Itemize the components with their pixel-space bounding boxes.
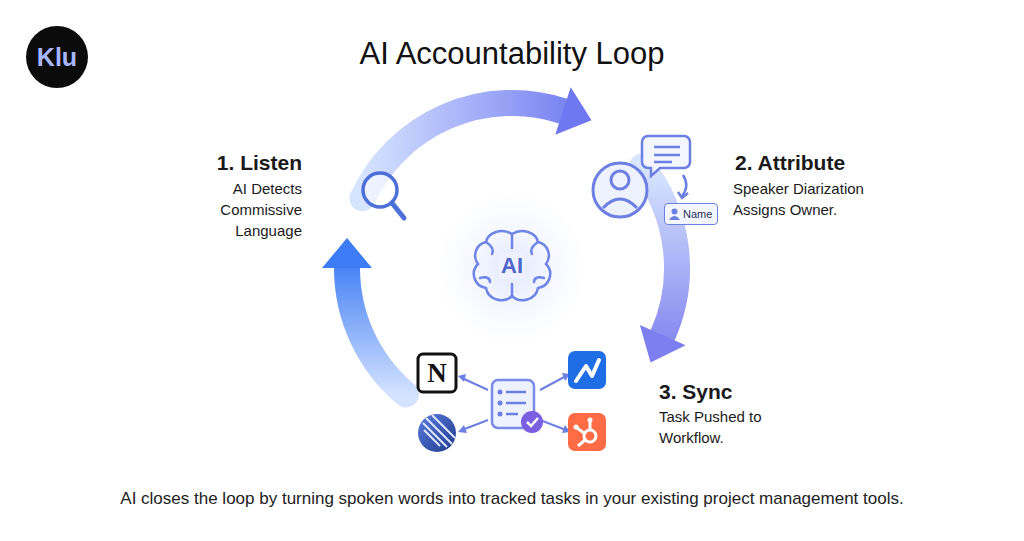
step-description: Task Pushed to Workflow. — [659, 406, 773, 448]
illustration-line — [355, 164, 358, 202]
illustration-rect — [568, 413, 606, 451]
illustration-polygon — [640, 325, 686, 363]
illustration-line — [333, 178, 336, 188]
illustration-circle — [422, 178, 602, 358]
illustration-line — [416, 173, 419, 193]
illustration-line — [506, 413, 518, 416]
illustration-circle — [574, 425, 579, 430]
illustration-line — [350, 174, 353, 192]
illustration-line — [427, 176, 430, 190]
illustration-path — [682, 175, 686, 196]
illustration-line — [654, 161, 672, 164]
illustration-circle — [593, 163, 647, 217]
illustration-line — [654, 146, 680, 149]
step-heading: 2. Attribute — [735, 148, 845, 177]
brain-icon: AI — [466, 224, 558, 308]
node-text: Name — [683, 208, 712, 220]
illustration-circle — [498, 401, 503, 406]
caption: AI closes the loop by turning spoken wor… — [0, 489, 1024, 509]
illustration-circle — [611, 171, 629, 189]
illustration-line — [506, 391, 526, 394]
glyph-body — [669, 216, 680, 220]
illustration-polygon — [458, 425, 467, 433]
illustration-path — [540, 420, 566, 430]
illustration-path — [576, 360, 599, 381]
title: AI Accountability Loop — [0, 36, 1024, 72]
illustration-g — [322, 87, 686, 394]
illustration-line — [322, 179, 325, 187]
illustration-path — [423, 415, 455, 447]
step-description: Speaker Diarization Assigns Owner. — [733, 178, 877, 220]
node-text: AI — [499, 253, 525, 279]
illustration-rect — [418, 354, 456, 392]
illustration-path — [642, 136, 690, 176]
illustration-circle — [498, 390, 503, 395]
illustration-polygon — [458, 374, 466, 382]
illustration-line — [410, 177, 413, 189]
illustration-circle — [521, 411, 543, 433]
illustration-line — [578, 440, 585, 446]
illustration-path — [462, 378, 488, 390]
illustration-line — [654, 154, 680, 157]
illustration-path — [527, 418, 538, 426]
illustration-line — [317, 181, 320, 185]
illustration-path — [347, 268, 406, 394]
illustration-polygon — [322, 238, 372, 268]
illustration-line — [339, 172, 342, 194]
illustration-line — [421, 179, 424, 187]
logo-letter: N — [427, 360, 447, 387]
illustration-line — [438, 181, 441, 185]
illustration-line — [432, 180, 435, 186]
step-description: AI Detects Commissive Language — [152, 178, 302, 241]
illustration-line — [399, 165, 402, 201]
illustration-line — [392, 203, 404, 218]
illustration-line — [405, 171, 408, 195]
illustration-circle — [498, 412, 503, 417]
illustration-path — [678, 192, 688, 198]
name-tag: Name — [664, 203, 718, 225]
brain-folds — [480, 242, 544, 282]
illustration-line — [577, 428, 584, 433]
illustration-line — [328, 176, 331, 190]
illustration-path — [540, 376, 566, 390]
step-heading: 3. Sync — [659, 377, 733, 406]
step-heading: 1. Listen — [217, 148, 302, 177]
glyph-head — [672, 209, 678, 215]
illustration-circle — [584, 430, 596, 442]
person-glyph — [669, 208, 680, 220]
illustration-line — [506, 402, 526, 405]
illustration-circle — [588, 418, 593, 423]
illustration-polygon — [555, 87, 591, 135]
illustration-path — [603, 199, 637, 208]
illustration-circle — [418, 414, 456, 452]
illustration-rect — [568, 351, 606, 389]
illustration-line — [344, 168, 347, 198]
logo-circle: Klu — [26, 26, 88, 88]
illustration-path — [462, 420, 488, 430]
node-text: Klu — [37, 43, 77, 72]
